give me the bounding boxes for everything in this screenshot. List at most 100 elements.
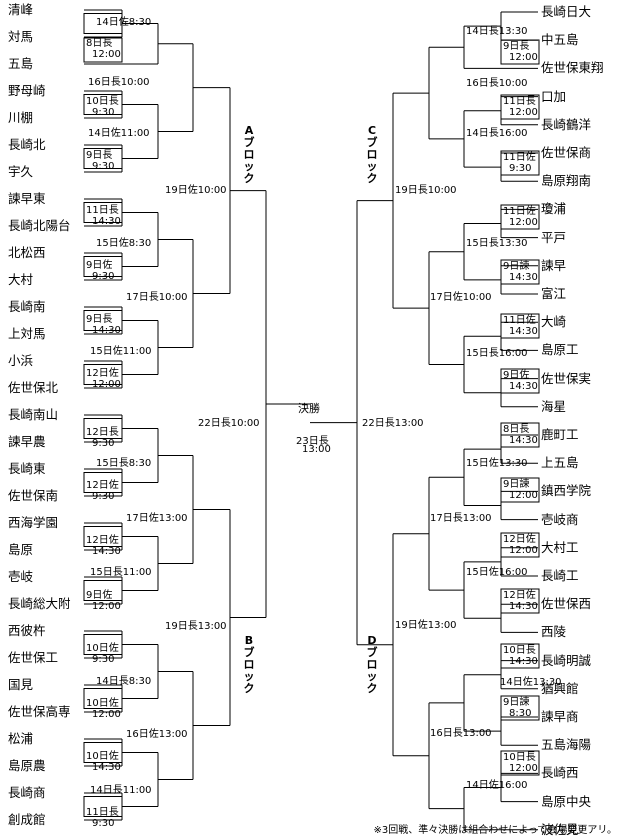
match-box (500, 588, 540, 614)
match-time: 15日佐13:30 (466, 458, 528, 469)
team-name: 諫早商 (541, 709, 579, 724)
match-date: 10日長 (86, 96, 119, 107)
team-name: 佐世保北 (8, 380, 59, 395)
match-time: 14:30 (509, 435, 538, 446)
match-box (500, 532, 540, 558)
team-name: 佐世保工 (8, 650, 59, 665)
left-semi-time: 22日長10:00 (198, 418, 260, 429)
match-box (500, 259, 540, 285)
match-time: 14:30 (92, 216, 121, 227)
match-time: 14日長8:30 (96, 676, 152, 687)
team-name: 長崎東 (8, 461, 46, 476)
team-name: 諫早農 (8, 434, 46, 449)
match-box (500, 422, 540, 448)
match-time: 14日佐11:00 (88, 128, 150, 139)
match-date: 10日佐 (86, 698, 119, 709)
team-name: 野母崎 (8, 83, 46, 98)
round2-time: 16日長13:00 (430, 728, 492, 739)
team-name: 長崎総大附 (8, 596, 71, 611)
round2-time: 17日佐13:00 (126, 513, 188, 524)
match-time: 14:30 (509, 381, 538, 392)
team-name: 国見 (8, 677, 34, 692)
match-box (500, 313, 540, 339)
match-time: 15日長16:00 (466, 348, 528, 359)
team-name: 大村工 (541, 539, 579, 555)
team-name: 佐世保高専 (8, 704, 71, 719)
match-time: 12:00 (509, 52, 538, 63)
team-name: 長崎明誠 (541, 652, 592, 668)
team-name: 波佐見 (541, 821, 579, 837)
match-time: 12:00 (509, 545, 538, 556)
team-name: 上対馬 (8, 326, 46, 341)
match-box (500, 643, 540, 669)
round3-time: 19日長13:00 (165, 621, 227, 632)
final-date: 23日長 (296, 436, 329, 447)
team-name: 長崎商 (8, 785, 46, 800)
team-name: 長崎南山 (8, 407, 59, 422)
match-time: 14:30 (92, 762, 121, 773)
match-time: 15日長8:30 (96, 458, 152, 469)
round2-time: 17日長10:00 (126, 292, 188, 303)
team-name: 佐世保実 (541, 370, 592, 386)
team-name: 島原中央 (541, 793, 592, 809)
match-date: 12日佐 (86, 368, 119, 379)
match-time: 14:30 (509, 656, 538, 667)
match-time: 14日佐13:30 (500, 677, 562, 688)
team-name: 口加 (541, 88, 567, 104)
team-name: 佐世保東翔 (541, 60, 604, 76)
match-time: 15日長13:30 (466, 238, 528, 249)
match-date: 9日長 (86, 314, 113, 325)
team-name: 島原 (8, 542, 34, 557)
team-name: 諫早東 (8, 191, 46, 206)
match-date: 11日佐 (503, 206, 536, 217)
team-name: 川棚 (8, 110, 34, 125)
match-time: 14日佐16:00 (466, 780, 528, 791)
team-name: 海星 (541, 398, 567, 414)
match-box (500, 477, 540, 503)
round2-time: 17日佐10:00 (430, 292, 492, 303)
round3-time: 19日佐10:00 (165, 185, 227, 196)
match-date: 12日長 (86, 427, 119, 438)
team-name: 長崎工 (541, 568, 579, 583)
match-time: 14日長11:00 (90, 785, 152, 796)
match-box (500, 150, 540, 176)
match-date: 8日長 (503, 424, 530, 435)
team-name: 西彼杵 (8, 623, 46, 638)
match-date: 12日佐 (86, 535, 119, 546)
match-time: 9:30 (92, 654, 115, 665)
match-time: 12:00 (92, 49, 121, 60)
match-time: 12:00 (509, 490, 538, 501)
team-name: 大崎 (541, 314, 567, 330)
match-time: 15日佐8:30 (96, 238, 152, 249)
match-date: 12日佐 (86, 480, 119, 491)
match-time: 15日長11:00 (90, 567, 152, 578)
team-name: 松浦 (8, 731, 34, 746)
match-date: 11日佐 (503, 152, 536, 163)
match-box (500, 204, 540, 230)
match-time: 14:30 (509, 326, 538, 337)
team-name: 富江 (541, 286, 567, 301)
match-time: 14:30 (92, 325, 121, 336)
team-name: 西陵 (541, 624, 567, 640)
team-name: 瓊浦 (541, 201, 567, 217)
team-name: 平戸 (541, 229, 567, 245)
match-time: 12:00 (509, 107, 538, 118)
match-date: 10日長 (503, 752, 536, 763)
team-name: 長崎西 (541, 765, 579, 781)
team-name: 壱岐商 (541, 511, 579, 527)
team-name: 清峰 (8, 2, 34, 17)
final-label: 決勝 (298, 402, 320, 415)
match-time: 15日佐16:00 (466, 567, 528, 578)
match-time: 9:30 (92, 818, 115, 829)
match-time: 9:30 (92, 161, 115, 172)
match-time: 9:30 (509, 163, 532, 174)
team-name: 北松西 (8, 245, 46, 260)
match-time: 15日佐11:00 (90, 346, 152, 357)
team-name: 対馬 (8, 29, 34, 44)
